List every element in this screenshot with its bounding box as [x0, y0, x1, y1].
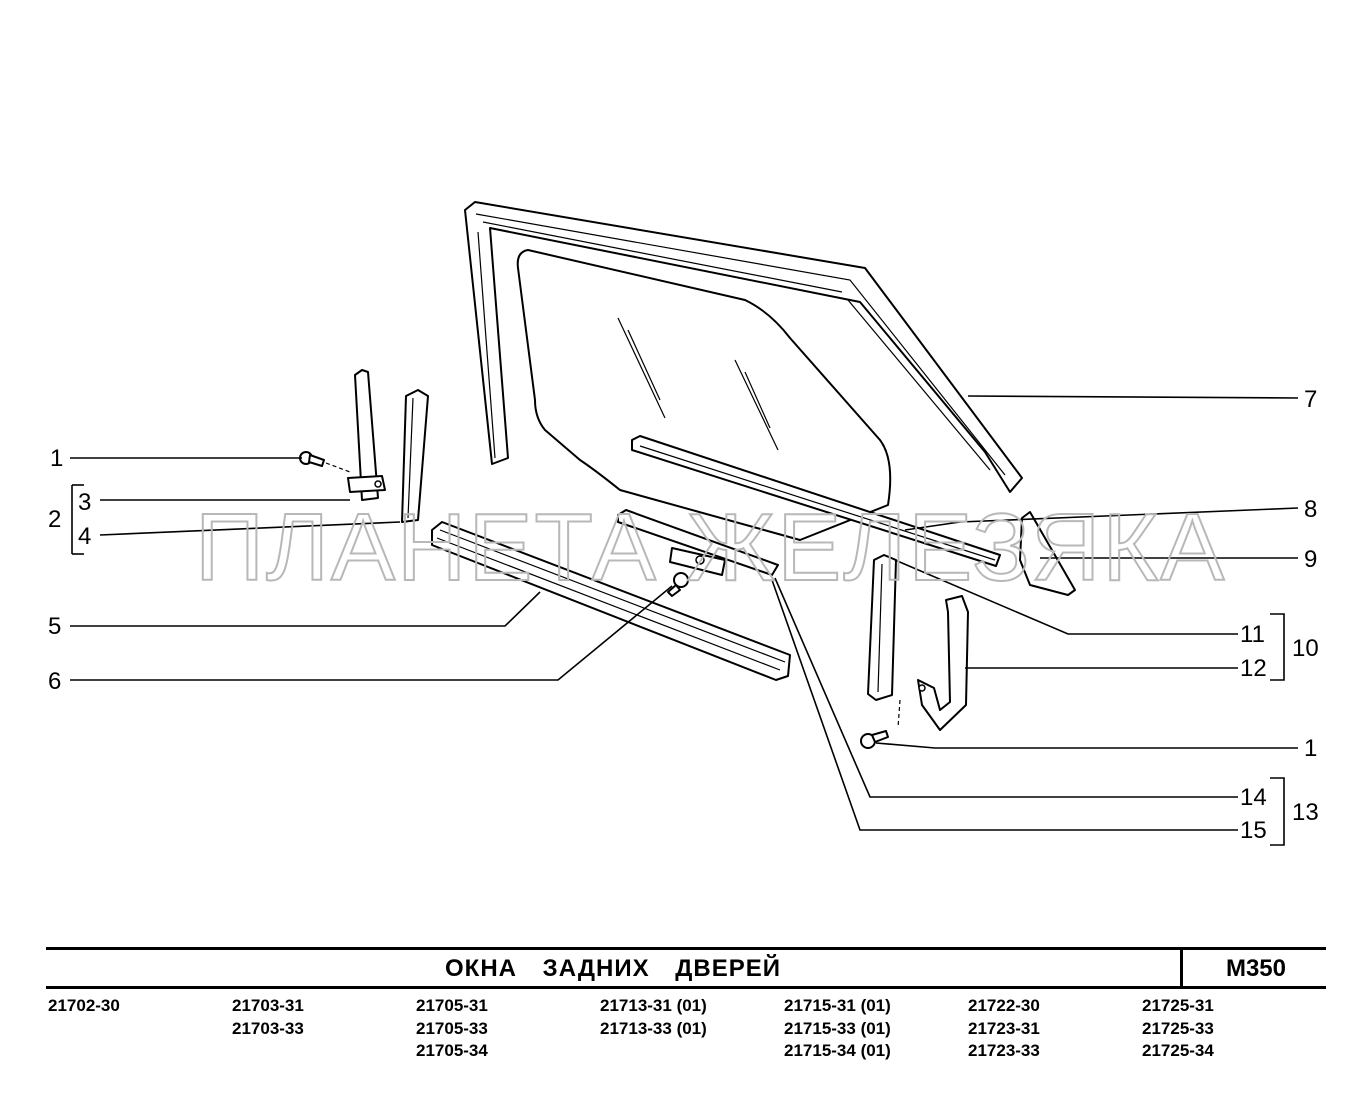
- model-code: 21705-34: [416, 1041, 488, 1060]
- model-code: 21722-30: [968, 996, 1040, 1015]
- window-frame-part: [464, 201, 1023, 493]
- model-code: 21715-31 (01): [784, 996, 891, 1015]
- model-column: 21715-31 (01) 21715-33 (01) 21715-34 (01…: [784, 995, 891, 1063]
- model-code: 21715-33 (01): [784, 1018, 891, 1038]
- right-bracket-12: [897, 595, 969, 731]
- model-column: 21705-31 21705-33 21705-34: [416, 995, 488, 1063]
- callout-9: 9: [1304, 546, 1317, 573]
- model-column: 21702-30: [48, 995, 120, 1018]
- callout-4: 4: [78, 523, 91, 550]
- lift-channel-part: [617, 509, 779, 597]
- window-glass-part: [516, 249, 892, 541]
- model-list: 21702-30 21703-31 21703-33 21705-31 2170…: [0, 995, 1371, 1075]
- exploded-parts-diagram: ПЛАНЕТА ЖЕЛЕЗЯКА 1 2 3 4 5 6 7 8 9 10 11…: [48, 201, 1319, 846]
- callout-1-left: 1: [50, 445, 63, 472]
- model-code: 21723-33: [968, 1041, 1040, 1060]
- model-column: 21703-31 21703-33: [232, 995, 304, 1040]
- model-code: 21702-30: [48, 996, 120, 1015]
- callout-2: 2: [48, 506, 61, 533]
- callout-5: 5: [48, 613, 61, 640]
- left-guide-rail-3: [347, 369, 386, 501]
- callout-15: 15: [1240, 817, 1267, 844]
- corner-seal-9: [1019, 511, 1076, 596]
- model-column: 21722-30 21723-31 21723-33: [968, 995, 1040, 1063]
- diagram-code: М350: [1225, 955, 1287, 982]
- model-code: 21723-31: [968, 1018, 1040, 1038]
- model-code: 21725-31: [1142, 996, 1214, 1015]
- model-column: 21713-31 (01) 21713-33 (01): [600, 995, 707, 1040]
- bolt-1-right: [860, 730, 889, 749]
- model-column: 21725-31 21725-33 21725-34: [1142, 995, 1214, 1063]
- bolt-1-left: [299, 451, 351, 473]
- model-code: 21725-34: [1142, 1041, 1214, 1060]
- model-code: 21715-34 (01): [784, 1041, 891, 1060]
- model-code: 21703-31: [232, 996, 304, 1015]
- model-code: 21725-33: [1142, 1018, 1214, 1038]
- title-bar: ОКНА ЗАДНИХ ДВЕРЕЙ М350: [46, 947, 1326, 989]
- title-separator: [1180, 950, 1183, 987]
- model-code: 21705-31: [416, 996, 488, 1015]
- leader-lines: [70, 395, 1299, 846]
- callout-3: 3: [78, 489, 91, 516]
- right-guide-rail-11: [867, 554, 897, 701]
- callout-7: 7: [1304, 386, 1317, 413]
- model-code: 21705-33: [416, 1018, 488, 1038]
- glass-run-channel-part: [631, 435, 1001, 567]
- callout-1-right: 1: [1304, 735, 1317, 762]
- callout-12: 12: [1240, 655, 1267, 682]
- page-title: ОКНА ЗАДНИХ ДВЕРЕЙ: [445, 955, 781, 982]
- callout-14: 14: [1240, 784, 1267, 811]
- callout-6: 6: [48, 668, 61, 695]
- model-code: 21703-33: [232, 1018, 304, 1038]
- callout-11: 11: [1240, 621, 1265, 648]
- model-code: 21713-31 (01): [600, 996, 707, 1015]
- watermark-text: ПЛАНЕТА ЖЕЛЕЗЯКА: [195, 494, 1226, 601]
- belt-moulding-part: [431, 521, 791, 681]
- callout-13: 13: [1292, 799, 1319, 826]
- callout-10: 10: [1292, 635, 1319, 662]
- left-guide-rail-4: [401, 389, 429, 523]
- callout-8: 8: [1304, 496, 1317, 523]
- model-code: 21713-33 (01): [600, 1018, 707, 1038]
